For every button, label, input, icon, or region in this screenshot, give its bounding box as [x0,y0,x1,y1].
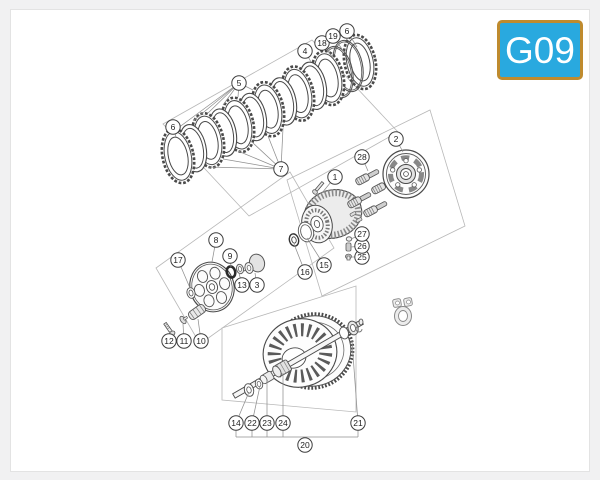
oring-9 [225,265,237,279]
callout-20[interactable]: 20 [297,437,313,453]
callout-15[interactable]: 15 [316,257,332,273]
svg-text:14: 14 [231,418,241,428]
lifter-plate-group [163,253,266,337]
svg-text:20: 20 [300,440,310,450]
callout-6[interactable]: 6 [339,23,355,39]
callout-5[interactable]: 5 [231,75,247,91]
bearing-21 [339,320,359,340]
callout-28[interactable]: 28 [354,149,370,165]
callout-1[interactable]: 1 [327,169,343,185]
callout-4[interactable]: 4 [297,43,313,59]
callout-16[interactable]: 16 [297,264,313,280]
svg-text:1: 1 [333,172,338,182]
callout-17[interactable]: 17 [170,252,186,268]
callout-13[interactable]: 13 [234,277,250,293]
bolt-25 [345,253,352,261]
release-piece-3 [243,253,266,274]
callout-12[interactable]: 12 [161,333,177,349]
callout-21[interactable]: 21 [350,415,366,431]
washer-11 [179,315,189,325]
svg-text:16: 16 [300,267,310,277]
svg-text:23: 23 [262,418,272,428]
release-bracket [355,297,413,333]
svg-text:27: 27 [357,229,367,239]
callout-8[interactable]: 8 [208,232,224,248]
svg-text:2: 2 [394,134,399,144]
callout-2[interactable]: 2 [388,131,404,147]
callout-27[interactable]: 27 [354,226,370,242]
svg-text:21: 21 [353,418,363,428]
group-connector-lines [235,430,359,438]
washer-22 [254,378,264,390]
svg-text:18: 18 [317,38,327,48]
svg-text:4: 4 [303,46,308,56]
lifter-spring-10 [187,304,207,320]
svg-text:17: 17 [173,255,183,265]
callout-14[interactable]: 14 [228,415,244,431]
callout-18[interactable]: 18 [314,35,330,51]
svg-text:7: 7 [279,164,284,174]
spacer-13 [235,263,245,275]
clutch-basket-assembly [232,312,364,399]
svg-text:5: 5 [237,78,242,88]
svg-text:6: 6 [171,122,176,132]
basket-group-box [221,285,357,413]
spring-26 [345,242,352,252]
center-bolt [312,181,325,195]
clutch-plate-stack [155,30,383,188]
svg-text:11: 11 [180,336,189,346]
svg-text:15: 15 [319,260,329,270]
callout-7[interactable]: 7 [273,161,289,177]
callout-10[interactable]: 10 [193,333,209,349]
svg-text:8: 8 [214,235,219,245]
svg-text:22: 22 [247,418,257,428]
svg-text:28: 28 [357,152,367,162]
svg-text:9: 9 [228,251,233,261]
svg-text:6: 6 [345,26,350,36]
model-badge[interactable]: G09 [497,20,583,80]
svg-text:24: 24 [278,418,288,428]
svg-text:12: 12 [164,336,174,346]
callout-24[interactable]: 24 [275,415,291,431]
callout-9[interactable]: 9 [222,248,238,264]
callout-22[interactable]: 22 [244,415,260,431]
callout-19[interactable]: 19 [325,28,341,44]
drive-boss-24 [272,359,292,378]
svg-text:19: 19 [328,31,338,41]
washer-27 [345,236,353,242]
callout-3[interactable]: 3 [249,277,265,293]
svg-text:25: 25 [357,252,367,262]
callout-6[interactable]: 6 [165,119,181,135]
model-badge-label: G09 [505,29,575,71]
pressure-plate [382,149,430,199]
washer-14 [243,383,255,397]
svg-text:10: 10 [196,336,206,346]
svg-text:13: 13 [237,280,247,290]
callout-23[interactable]: 23 [259,415,275,431]
thrust-washer-and-plate [288,221,315,247]
clutch-center-box [286,109,466,297]
callout-11[interactable]: 11 [176,333,192,349]
svg-text:26: 26 [357,241,367,251]
svg-text:3: 3 [255,280,260,290]
